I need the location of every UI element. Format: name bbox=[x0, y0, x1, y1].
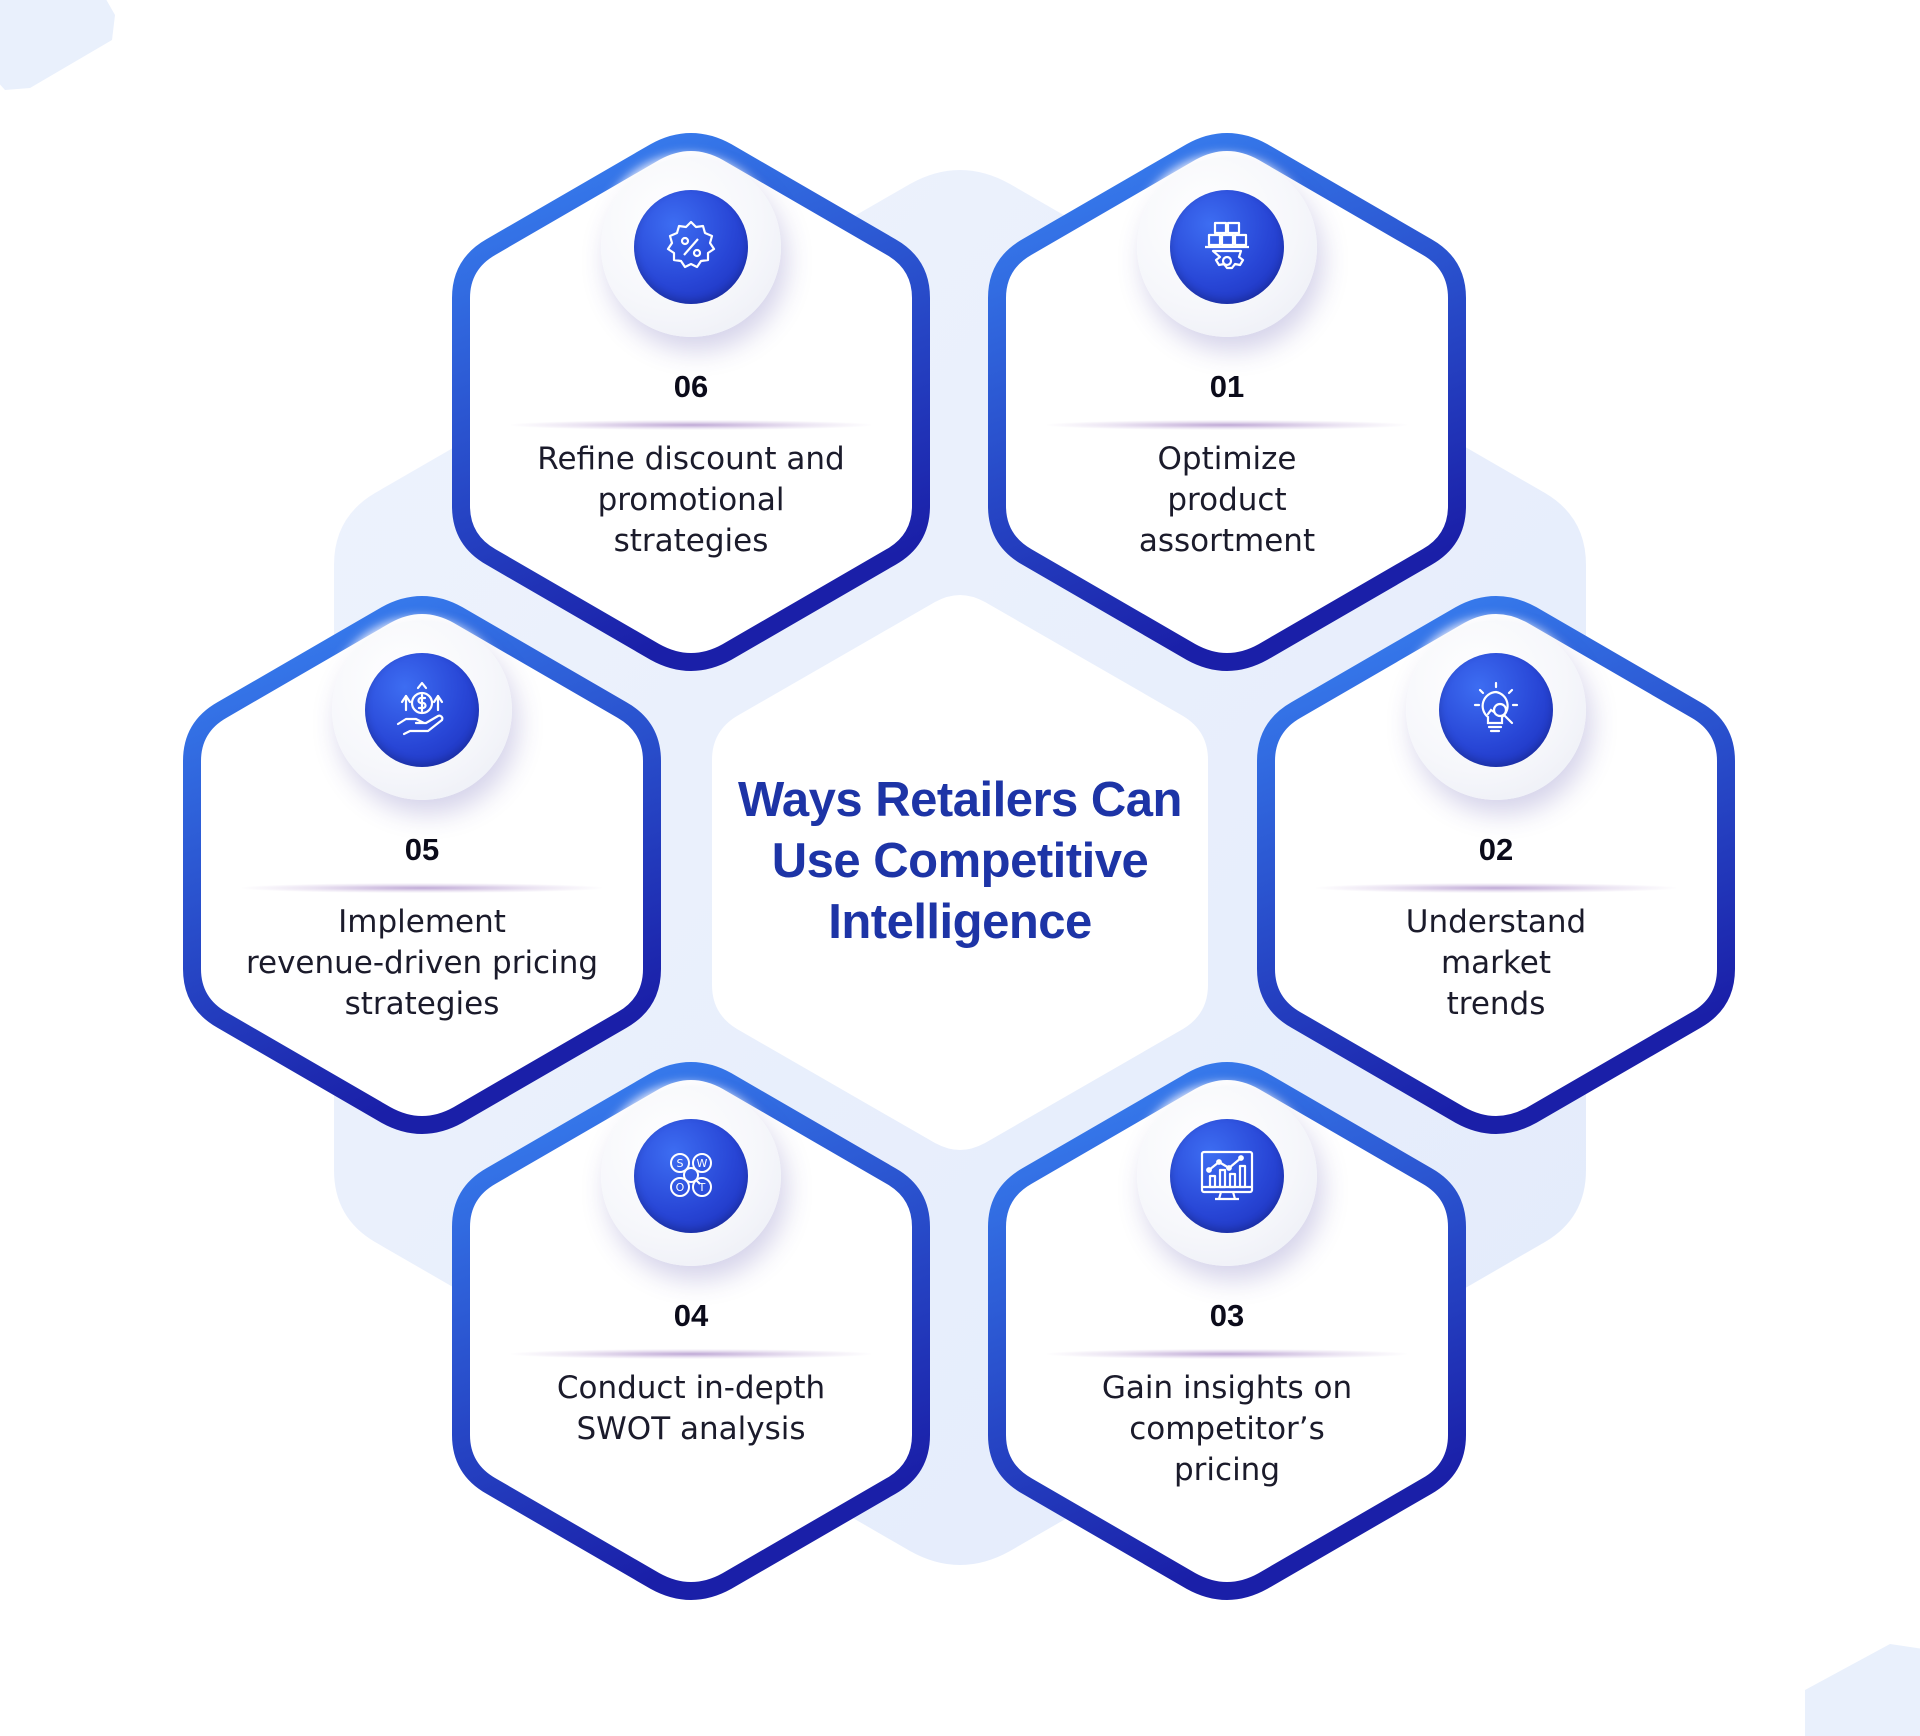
lightbulb-search-icon bbox=[1439, 653, 1553, 767]
chart-dashboard-icon bbox=[1170, 1119, 1284, 1233]
icon-disc bbox=[601, 157, 781, 337]
hex-outline bbox=[452, 133, 930, 671]
icon-disc bbox=[1137, 1086, 1317, 1266]
divider bbox=[242, 883, 602, 893]
step-number: 04 bbox=[673, 1298, 709, 1333]
divider bbox=[511, 1349, 871, 1359]
corner-hex-decoration-bottom-right bbox=[1805, 1644, 1920, 1736]
divider bbox=[511, 420, 871, 430]
icon-disc bbox=[1406, 620, 1586, 800]
divider bbox=[1316, 883, 1676, 893]
divider bbox=[1047, 1349, 1407, 1359]
step-number: 03 bbox=[1209, 1298, 1245, 1333]
corner-hex-decoration-top-left bbox=[0, 0, 115, 90]
step-number: 01 bbox=[1209, 369, 1245, 404]
hand-dollar-growth-icon bbox=[365, 653, 479, 767]
icon-disc bbox=[1137, 157, 1317, 337]
hex-outline bbox=[988, 133, 1466, 671]
svg-text:S: S bbox=[677, 1157, 684, 1170]
hex-outline bbox=[452, 1062, 930, 1600]
hex-outline bbox=[183, 596, 661, 1134]
step-number: 05 bbox=[404, 832, 440, 867]
hex-outline bbox=[1257, 596, 1735, 1134]
discount-badge-icon bbox=[634, 190, 748, 304]
icon-disc bbox=[332, 620, 512, 800]
hex-outline bbox=[988, 1062, 1466, 1600]
svg-text:O: O bbox=[676, 1181, 685, 1194]
svg-text:T: T bbox=[698, 1181, 706, 1194]
step-number: 06 bbox=[673, 369, 709, 404]
divider bbox=[1047, 420, 1407, 430]
svg-text:W: W bbox=[697, 1157, 708, 1170]
step-number: 02 bbox=[1478, 832, 1514, 867]
center-hexagon bbox=[712, 595, 1208, 1150]
product-assortment-icon bbox=[1170, 190, 1284, 304]
